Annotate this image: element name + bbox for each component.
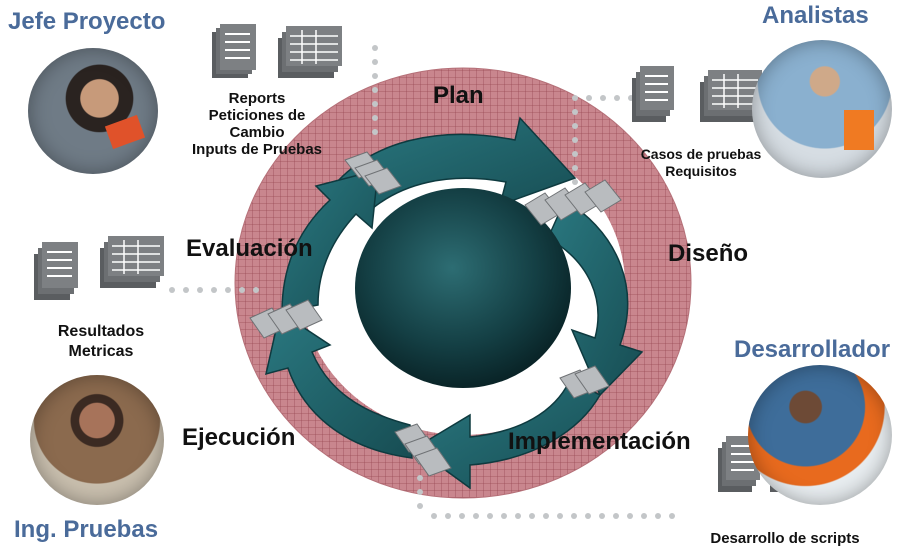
artifact-line: Casos de pruebas <box>640 146 762 162</box>
analysts-artifacts: Casos de pruebas Requisitos <box>626 146 776 180</box>
phase-evaluation-label: Evaluación <box>186 235 313 262</box>
document-stack-icon <box>34 242 78 300</box>
artifact-line: Requisitos <box>665 163 737 179</box>
phase-plan-label: Plan <box>433 82 484 109</box>
folder-stack-icon <box>394 423 452 477</box>
spreadsheet-stack-icon <box>278 26 342 78</box>
folder-stack-icon <box>524 179 622 226</box>
document-stack-icon <box>632 66 674 122</box>
project-lead-artifacts: Reports Peticiones de Cambio Inputs de P… <box>162 90 352 158</box>
cycle-core <box>355 188 571 388</box>
arrow-execution <box>264 310 413 459</box>
artifact-line: Reports <box>228 90 286 107</box>
artifact-line: Metricas <box>68 343 134 360</box>
analysts-avatar <box>752 40 892 178</box>
folder-stack-icon <box>249 299 323 339</box>
artifact-line: Inputs de Pruebas <box>191 141 323 158</box>
project-lead-label: Jefe Proyecto <box>8 8 166 35</box>
artifact-line: Resultados <box>57 323 145 340</box>
developer-label: Desarrollador <box>734 336 891 363</box>
phase-design-label: Diseño <box>668 240 749 267</box>
evaluation-artifacts: Resultados Metricas <box>36 322 166 362</box>
folder-stack-icon <box>344 151 402 195</box>
developer-avatar <box>748 365 892 505</box>
arrow-plan <box>328 116 577 216</box>
developer-artifacts: Desarrollo de scripts <box>690 530 880 547</box>
project-lead-avatar <box>28 48 158 174</box>
test-engineer-label: Ing. Pruebas <box>14 516 159 543</box>
spreadsheet-stack-icon <box>700 70 762 122</box>
document-stack-icon <box>212 24 256 78</box>
dotted-connectors <box>169 45 675 519</box>
analysts-label: Analistas <box>762 2 869 29</box>
arrow-design <box>547 198 644 397</box>
test-engineer-avatar <box>30 375 164 505</box>
artifact-line: Cambio <box>229 124 285 141</box>
spreadsheet-stack-icon <box>100 236 164 288</box>
artifact-line: Peticiones de <box>208 107 306 124</box>
artifact-line: Desarrollo de scripts <box>710 530 860 547</box>
phase-implementation-label: Implementación <box>508 428 691 455</box>
phase-execution-label: Ejecución <box>182 424 296 451</box>
folder-stack-icon <box>559 365 610 399</box>
